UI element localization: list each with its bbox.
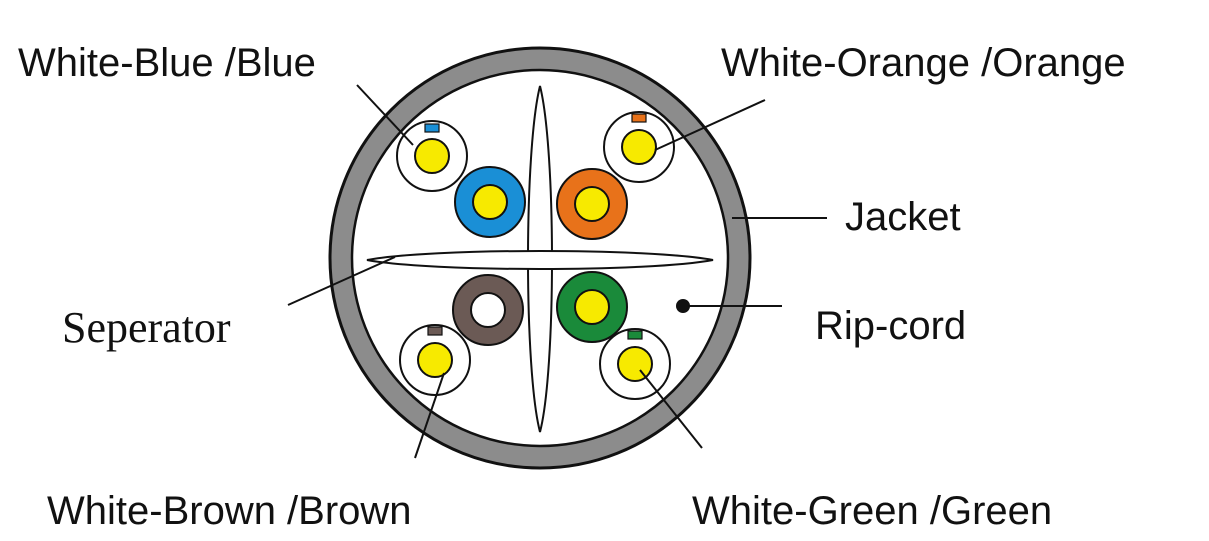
label-white-blue: White-Blue /Blue	[18, 41, 316, 85]
leader-separator	[287, 256, 396, 306]
stripe-blue-marker	[424, 123, 440, 133]
label-white-green: White-Green /Green	[692, 489, 1052, 533]
wire-green	[556, 271, 628, 343]
wire-blue	[454, 166, 526, 238]
wire-white-orange	[603, 111, 675, 183]
leader-white-green	[639, 369, 703, 449]
label-white-brown: White-Brown /Brown	[47, 489, 412, 533]
wire-white-green	[599, 328, 671, 400]
label-jacket: Jacket	[845, 195, 961, 239]
wire-white-blue	[396, 120, 468, 192]
label-separator: Seperator	[62, 303, 231, 352]
label-white-orange: White-Orange /Orange	[721, 41, 1126, 85]
wire-orange	[556, 168, 628, 240]
wire-white-brown	[399, 324, 471, 396]
separator-horizontal-spline	[366, 250, 714, 270]
leader-white-orange	[654, 99, 766, 151]
leader-white-blue	[356, 84, 414, 146]
wire-brown	[452, 274, 524, 346]
stripe-brown-marker	[427, 326, 443, 336]
label-rip-cord: Rip-cord	[815, 304, 966, 348]
stripe-orange-marker	[631, 113, 647, 123]
stripe-green-marker	[627, 330, 643, 340]
leader-white-brown	[414, 372, 445, 459]
